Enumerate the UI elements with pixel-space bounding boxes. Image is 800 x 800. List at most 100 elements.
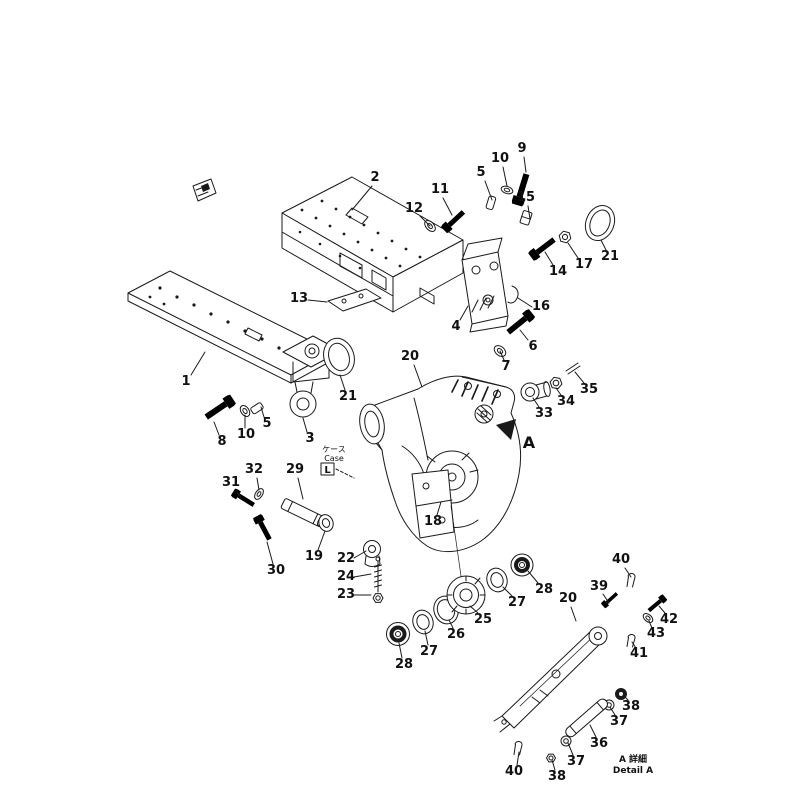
bracket-part18 [411,469,455,539]
bolt-8 [202,393,237,423]
part-number-label: 28 [395,657,413,672]
washer-37-lower [560,735,572,747]
part-number-label: 32 [245,462,263,477]
washer-43 [642,613,654,623]
rod-36 [565,698,608,738]
bolt-31 [230,488,257,509]
leader-line [502,166,508,187]
leader-line [527,570,539,584]
part-number-label: 7 [501,359,510,374]
part-number-label: 12 [405,201,423,216]
leader-line [523,156,527,173]
part-number-label: 20 [559,591,577,606]
leader-line [436,501,442,516]
leader-line [260,406,265,418]
part-number-label: 31 [222,475,240,490]
leader-line [353,550,367,559]
washer-38-upper [615,688,627,700]
leader-line [484,180,493,201]
leader-line [516,751,520,766]
leader-line [351,185,373,211]
stud-24 [374,556,382,593]
frame-panel-part2 [281,176,464,313]
part-number-label: 22 [337,551,355,566]
leader-line [424,630,429,646]
spacer-15 [519,210,533,226]
detail-caption-jp: A 詳細 [619,753,647,765]
part-number-label: 29 [286,462,304,477]
leader-line [574,371,585,384]
pin-5-top [485,195,497,211]
part-number-label: 27 [508,595,526,610]
grommet-28-upper [510,553,534,577]
leader-line [442,197,453,216]
part-number-label: 30 [267,563,285,578]
leader-line [469,605,479,614]
leader-line [631,641,637,649]
case-marker-label: L [324,465,331,476]
nut-38-lower [546,753,556,763]
part-number-label: 10 [237,427,255,442]
part-number-label: 23 [337,587,355,602]
part-number-label: 39 [590,579,608,594]
leader-line [658,605,666,614]
leader-line [339,374,346,391]
leader-line [567,242,579,259]
part-number-label: 20 [401,349,419,364]
part-number-label: 3 [305,431,314,446]
leader-line [622,694,629,701]
part-number-label: 33 [535,406,553,421]
part-number-label: 40 [612,552,630,567]
part-number-label: 37 [610,714,628,729]
bolt-42 [646,593,668,614]
bolt-14 [527,235,558,262]
part-number-label: 43 [647,626,665,641]
leader-line [624,567,632,578]
part-number-label: 16 [532,299,550,314]
leader-line [502,586,513,597]
leader-line [517,297,533,308]
part-number-label: 11 [431,182,449,197]
leader-line [190,351,206,376]
nut-34 [549,376,563,390]
part-number-label: 37 [567,754,585,769]
washer-10-top [500,185,514,195]
leader-line [602,593,610,604]
leader-line [266,541,274,565]
leader-line [448,619,454,629]
seal-ring-21-right [584,205,616,241]
leader-line [307,299,328,303]
leader-line [419,215,431,227]
leader-line [317,530,326,551]
leader-line [570,606,577,622]
cotter-pin-41 [626,634,636,648]
part-number-label: 26 [447,627,465,642]
cotter-pin-35 [565,362,581,375]
part-number-label: 10 [491,151,509,166]
leader-line [555,387,562,396]
pin-5-left [250,402,264,415]
leader-line [302,417,308,433]
part-number-label: 13 [290,291,308,306]
leader-line [398,642,403,659]
cotter-pin-40-lower [513,741,523,756]
clevis-22 [363,540,381,567]
part-number-label: 15 [517,190,535,205]
part-number-label: 28 [535,582,553,597]
part-number-label: 34 [557,394,575,409]
washer-27-upper [486,567,508,593]
leader-line [235,489,242,499]
leader-line [600,239,607,251]
view-arrow-icon [496,419,516,440]
leader-line [544,251,554,266]
washer-19 [318,514,334,532]
leader-line [499,350,505,361]
leader-line [551,759,556,771]
clip-part16 [507,285,519,304]
small-clip-part [192,178,217,202]
part-number-label: 18 [424,514,442,529]
grommet-28-lower [386,622,410,646]
leader-line [648,620,653,629]
